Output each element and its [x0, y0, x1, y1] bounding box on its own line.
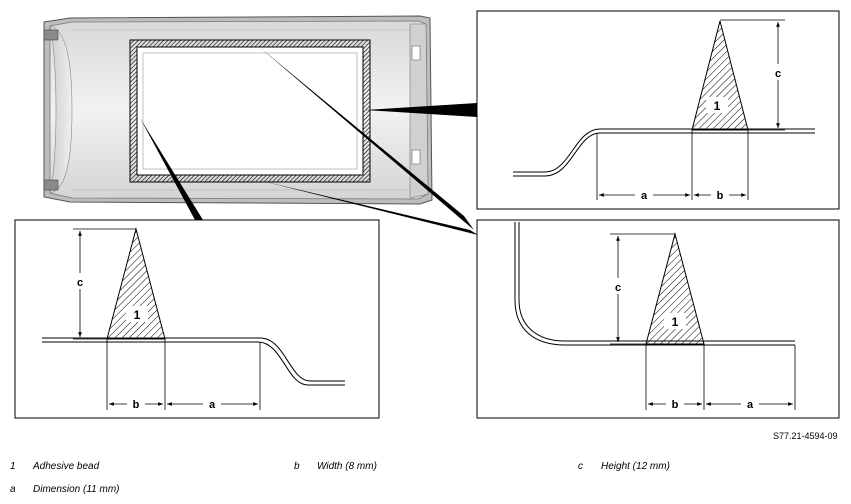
height-label: c [775, 68, 781, 80]
legend-key: b [294, 461, 300, 472]
adhesive-bead [106, 227, 166, 340]
dimension-label: a [209, 399, 216, 411]
width-label: b [717, 190, 724, 202]
legend-key: c [578, 461, 583, 472]
detail-view-top-right: 1 c a b [476, 10, 840, 210]
adhesive-bead-diagram: 1 c a b 1 c [14, 10, 840, 419]
vehicle-roof-top-view [43, 15, 433, 205]
figure-reference-code: S77.21-4594-09 [773, 431, 838, 441]
height-label: c [77, 277, 83, 289]
detail-view-bottom-left: 1 c b a [14, 219, 380, 419]
legend-key: a [10, 484, 16, 495]
legend-text: Height (12 mm) [601, 461, 670, 472]
callout-pointers [140, 46, 478, 235]
legend-key: 1 [10, 461, 16, 472]
width-label: b [672, 399, 679, 411]
legend-text: Adhesive bead [33, 461, 100, 472]
bead-number: 1 [714, 99, 721, 113]
adhesive-bead [645, 232, 705, 345]
bead-number: 1 [134, 308, 141, 322]
width-label: b [133, 399, 140, 411]
height-label: c [615, 282, 621, 294]
detail-view-bottom-right: 1 c b a [476, 219, 840, 419]
legend: 1 Adhesive bead b Width (8 mm) c Height … [0, 461, 851, 501]
dimension-label: a [641, 190, 648, 202]
legend-text: Width (8 mm) [317, 461, 377, 472]
dimension-label: a [747, 399, 754, 411]
legend-text: Dimension (11 mm) [33, 484, 120, 495]
bead-number: 1 [672, 315, 679, 329]
